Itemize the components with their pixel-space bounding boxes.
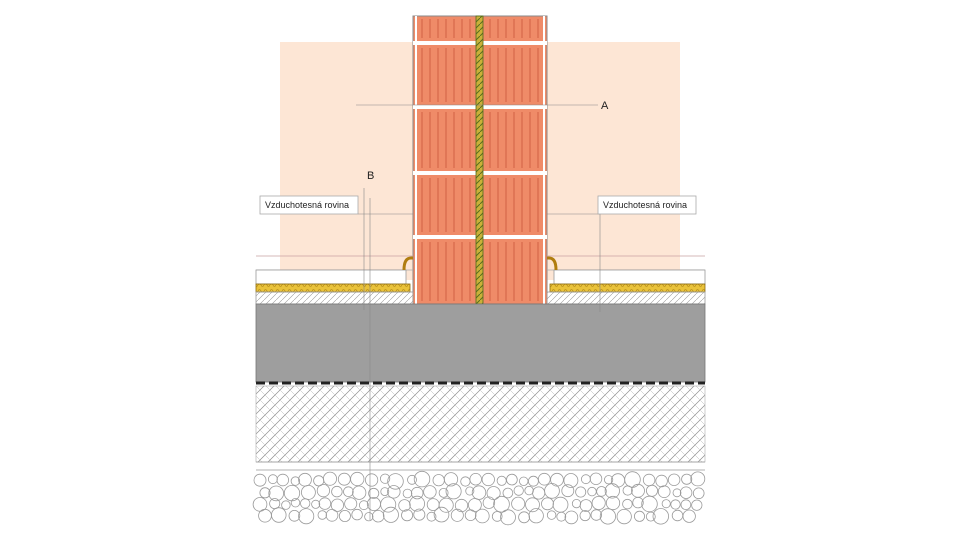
concrete-slab: [255, 303, 706, 383]
floor-layers-right: [546, 255, 706, 305]
floor-insulation-right: [549, 283, 706, 293]
wall-insulation-core: [475, 15, 484, 305]
label-airtight-right: Vzduchotesná rovina: [603, 200, 687, 210]
compacted-subgrade: [255, 385, 706, 463]
floor-layers-left: [255, 255, 414, 305]
label-b: B: [367, 170, 374, 182]
label-box-left: [259, 195, 359, 215]
label-box-right: [597, 195, 697, 215]
room-left-area: [280, 42, 413, 280]
label-airtight-left: Vzduchotesná rovina: [265, 200, 349, 210]
leader-lines: [356, 104, 601, 520]
gravel-layer: [252, 470, 706, 526]
brick-wall: [412, 15, 548, 305]
floor-insulation-left: [255, 283, 411, 293]
label-a: A: [601, 100, 609, 112]
room-right-area: [547, 42, 680, 280]
